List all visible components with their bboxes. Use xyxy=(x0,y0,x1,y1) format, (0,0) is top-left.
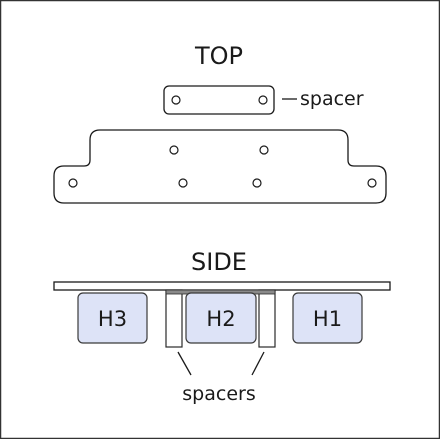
spacers-leader-left xyxy=(177,351,192,376)
side-view-title: SIDE xyxy=(191,248,247,276)
header-h1-label: H1 xyxy=(313,307,342,331)
header-h2-box xyxy=(185,292,257,344)
spacer-hole-right xyxy=(258,95,268,105)
spacer-side-right xyxy=(258,289,276,348)
bracket-hole-far-left xyxy=(68,178,78,188)
spacers-label: spacers xyxy=(182,383,255,405)
bracket-hole-upper-right xyxy=(259,145,269,155)
spacers-leader-right xyxy=(251,351,265,376)
spacer-side-left xyxy=(165,289,183,348)
spacer-plate xyxy=(163,85,275,115)
bracket-plate-side xyxy=(53,281,391,291)
header-h3: H3 xyxy=(77,292,148,344)
header-h2-label: H2 xyxy=(206,307,235,331)
bracket-hole-far-right xyxy=(367,178,377,188)
bracket-hole-mid-left xyxy=(178,178,188,188)
header-h1-box xyxy=(292,292,363,344)
spacer-label: spacer xyxy=(300,88,364,110)
bracket-outline xyxy=(53,129,387,204)
header-h3-box xyxy=(77,292,148,344)
top-view-title: TOP xyxy=(194,42,243,70)
header-h3-label: H3 xyxy=(98,307,127,331)
bracket-hole-mid-right xyxy=(252,178,262,188)
spacer-hole-left xyxy=(171,95,181,105)
bracket-plate-top-view xyxy=(53,129,387,204)
bracket-hole-upper-left xyxy=(169,145,179,155)
header-h1: H1 xyxy=(292,292,363,344)
spacer-top-view xyxy=(163,85,275,115)
header-h2: H2 xyxy=(185,292,257,344)
